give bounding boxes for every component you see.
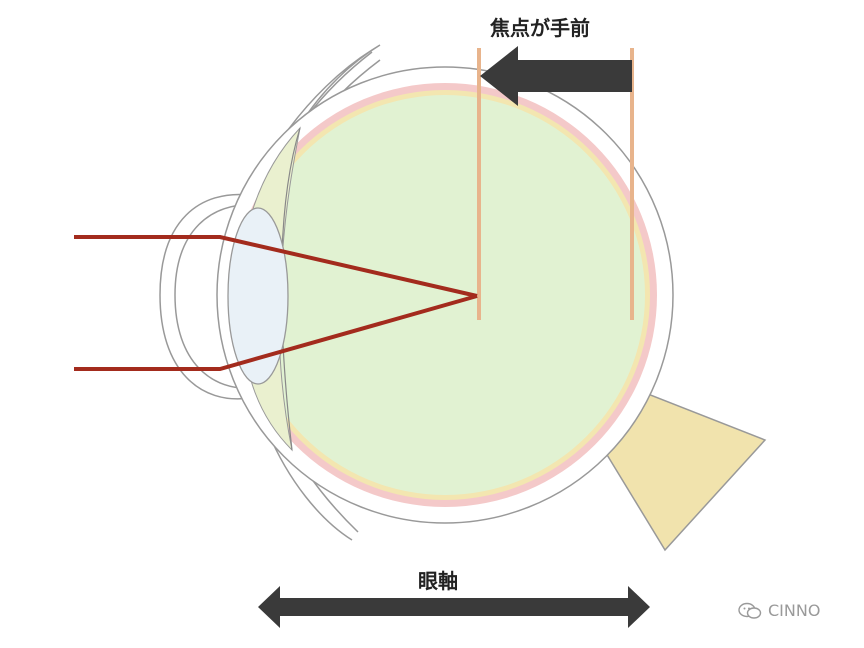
watermark-text: CINNO (768, 601, 821, 620)
focus-shift-arrow (480, 46, 632, 106)
wechat-icon (738, 602, 762, 619)
eye-axis-arrow (258, 586, 650, 628)
watermark: CINNO (738, 601, 820, 620)
light-ray-upper (74, 235, 478, 298)
vitreous-body (245, 95, 645, 495)
focus-shift-label: 焦点が手前 (490, 16, 590, 40)
cornea-outline (159, 193, 256, 400)
eye-axis-label: 眼軸 (418, 569, 458, 593)
light-ray-lower (74, 294, 478, 371)
crystalline-lens (227, 207, 289, 385)
